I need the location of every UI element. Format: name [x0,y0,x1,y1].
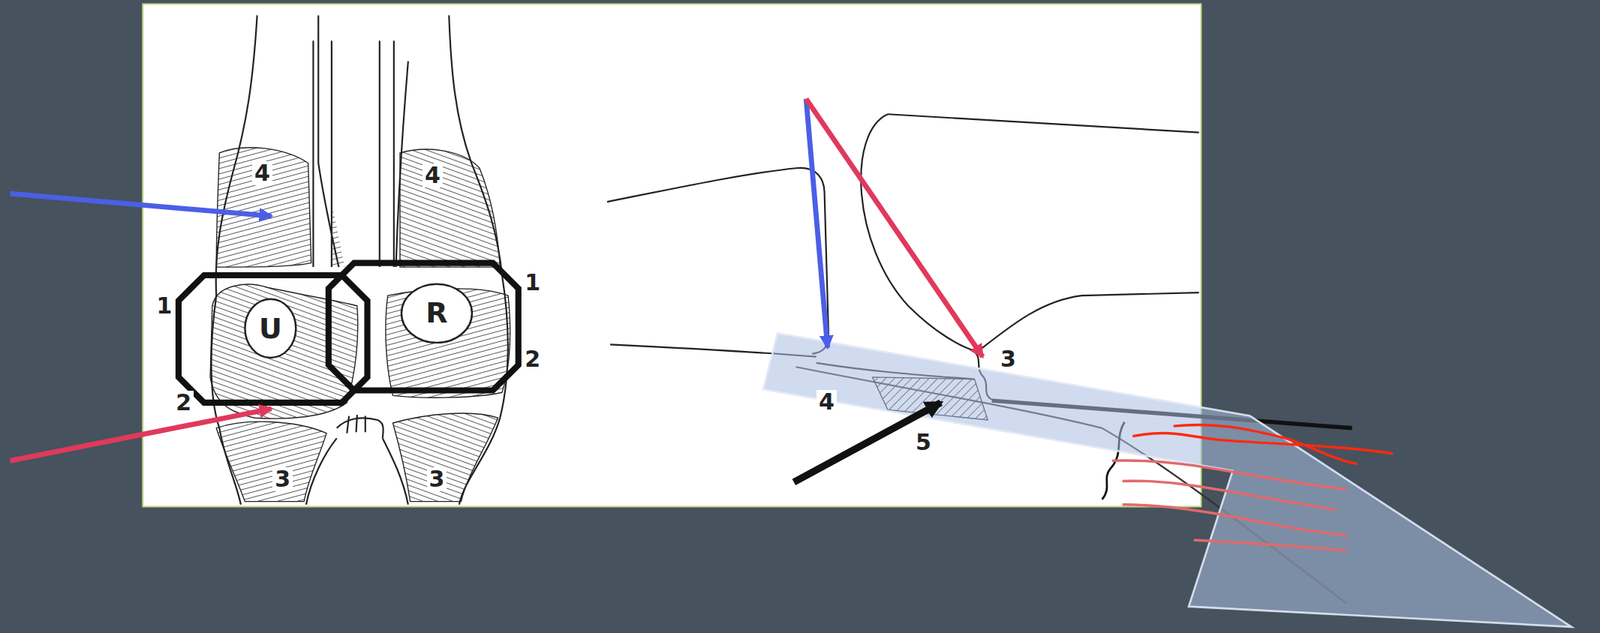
callout-number: 4 [252,161,273,186]
callout-number: 3 [272,467,293,492]
callout-number: 3 [427,467,448,492]
callout-number: 5 [913,430,934,455]
bone-letter: R [425,298,448,328]
callout-number: 3 [998,347,1019,372]
callout-number: 2 [522,347,543,372]
callout-number: 1 [153,294,175,319]
bone-circle: U [243,297,298,360]
callout-number: 4 [422,163,443,188]
callout-number: 4 [816,390,837,415]
bone-circle: R [400,282,474,345]
callout-number: 2 [173,390,194,416]
bone-letter: U [258,314,283,343]
callout-number: 1 [522,270,543,295]
